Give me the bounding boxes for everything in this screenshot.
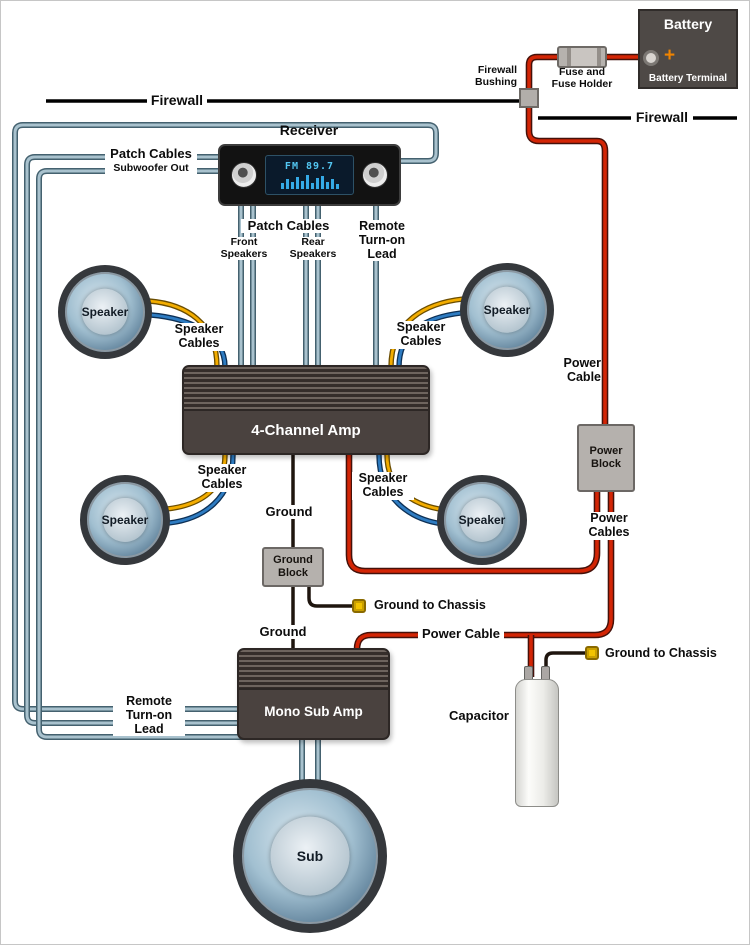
power-cables-label: Power Cables: [584, 511, 634, 540]
power-block-label: Power Block: [589, 445, 623, 470]
capacitor: [515, 679, 559, 807]
mono-sub-amp: Mono Sub Amp: [237, 648, 390, 740]
speaker-cables-label-fl: Speaker Cables: [168, 322, 230, 351]
patch-cables-label: Patch Cables: [241, 218, 336, 234]
volume-knob-icon: [231, 162, 257, 188]
speaker-front-left: Speaker: [58, 265, 152, 359]
four-channel-amp: 4-Channel Amp: [182, 365, 430, 455]
battery: Battery + Battery Terminal: [638, 9, 738, 89]
speaker-label: Speaker: [81, 305, 129, 319]
receiver-title: Receiver: [279, 122, 339, 138]
speaker-label: Speaker: [458, 513, 506, 527]
speaker-cables-label-rr: Speaker Cables: [352, 471, 414, 500]
speaker-cables-label-rl: Speaker Cables: [191, 463, 253, 492]
subwoofer: Sub: [233, 779, 387, 933]
capacitor-label: Capacitor: [449, 708, 509, 723]
firewall-bushing: [519, 88, 539, 108]
front-speakers-label: Front Speakers: [218, 236, 270, 261]
remote-turn-on-label-top: Remote Turn-on Lead: [347, 219, 417, 262]
speaker-dust-cap: [483, 286, 531, 334]
subwoofer-label: Sub: [296, 848, 324, 864]
tuning-knob-icon: [362, 162, 388, 188]
speaker-dust-cap: [81, 288, 129, 336]
subwoofer-out-label: Subwoofer Out: [105, 162, 197, 175]
speaker-rear-left: Speaker: [80, 475, 170, 565]
power-block: Power Block: [577, 424, 635, 492]
battery-plus-sign: +: [664, 45, 676, 66]
battery-terminal-lug-icon: [643, 50, 659, 66]
speaker-dust-cap: [102, 497, 148, 543]
receiver-display: FM 89.7: [265, 155, 354, 195]
battery-terminal-label: Battery Terminal: [648, 73, 728, 84]
receiver-frequency: FM 89.7: [284, 161, 335, 172]
ground-label-bottom: Ground: [255, 624, 311, 640]
amp-heatsink-fins: [239, 650, 388, 690]
speaker-rear-right: Speaker: [437, 475, 527, 565]
chassis-ground-terminal-icon: [352, 599, 366, 613]
four-channel-amp-label: 4-Channel Amp: [251, 422, 361, 439]
speaker-label: Speaker: [483, 303, 531, 317]
battery-label: Battery: [663, 16, 713, 32]
power-cable-label-right: Power Cable: [563, 356, 601, 384]
mono-sub-amp-label: Mono Sub Amp: [264, 704, 363, 719]
ground-label-top: Ground: [261, 504, 317, 520]
ground-wire-capacitor-to-chassis: [544, 651, 589, 673]
speaker-front-right: Speaker: [460, 263, 554, 357]
firewall-label-left: Firewall: [147, 92, 207, 109]
speaker-dust-cap: [459, 497, 505, 543]
patch-cables-subwoofer-label: Patch Cables: [105, 146, 197, 162]
receiver: FM 89.7: [218, 144, 401, 206]
remote-turn-on-label-bottom: Remote Turn-on Lead: [113, 694, 185, 737]
rear-speakers-label: Rear Speakers: [287, 236, 339, 261]
amp-heatsink-fins: [184, 367, 428, 411]
ground-to-chassis-label-bottom: Ground to Chassis: [603, 646, 719, 661]
power-cable-label-bottom: Power Cable: [418, 626, 504, 642]
receiver-eq-bars: [280, 175, 339, 189]
ground-block-label: Ground Block: [273, 554, 313, 579]
firewall-bushing-label: Firewall Bushing: [475, 64, 517, 88]
fuse-holder-label: Fuse and Fuse Holder: [551, 66, 613, 90]
speaker-cables-label-fr: Speaker Cables: [390, 320, 452, 349]
chassis-ground-terminal-icon: [585, 646, 599, 660]
speaker-dust-cap: [270, 816, 350, 896]
ground-wire-block-to-chassis: [307, 582, 357, 608]
firewall-label-right: Firewall: [631, 109, 693, 126]
fuse-holder: [557, 46, 607, 68]
ground-to-chassis-label-mid: Ground to Chassis: [372, 598, 488, 613]
ground-block: Ground Block: [262, 547, 324, 587]
speaker-label: Speaker: [101, 513, 149, 527]
